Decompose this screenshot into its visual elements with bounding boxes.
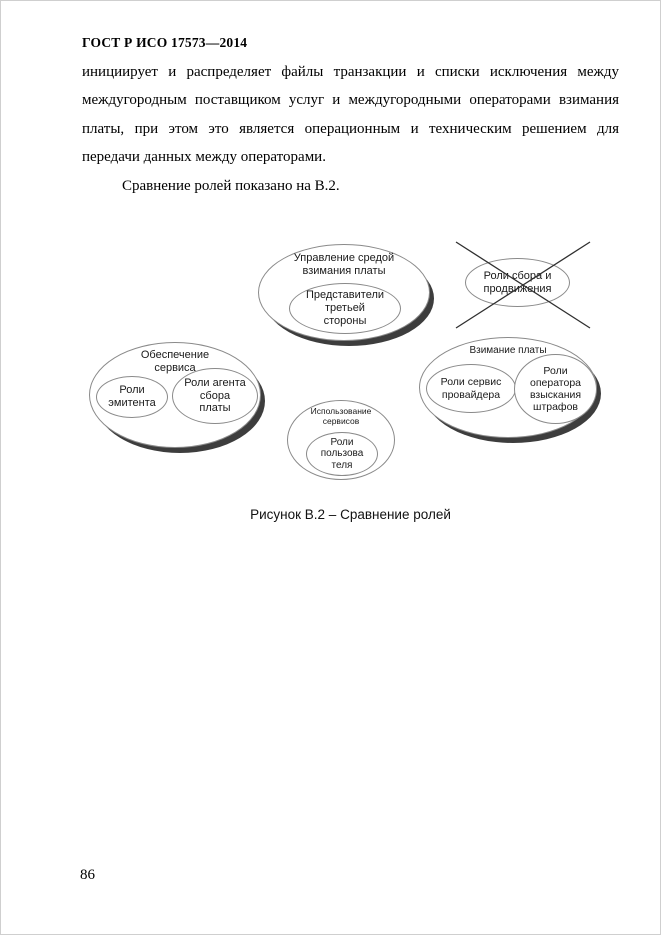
role-toll-agent-ellipse: Роли агента сбора платы [172, 368, 258, 424]
role-service-provider-ellipse: Роли сервис провайдера [426, 364, 516, 413]
role-enforcement-operator-label: Роли оператора взыскания штрафов [529, 364, 582, 414]
document-header: ГОСТ Р ИСО 17573—2014 [82, 35, 248, 50]
role-enforcement-operator-ellipse: Роли оператора взыскания штрафов [514, 354, 597, 424]
role-third-party-label: Представители третьей стороны [305, 289, 385, 327]
page-number: 86 [80, 867, 95, 883]
group-toll-charging-ellipse: Взимание платы Роли сервис провайдера Ро… [419, 337, 597, 438]
role-issuer-label: Роли эмитента [108, 384, 156, 409]
role-user-label: Роли пользова теля [320, 436, 364, 471]
role-toll-agent-label: Роли агента сбора платы [184, 376, 246, 415]
group-service-provision-title: Обеспечение сервиса [140, 349, 210, 374]
body-text-block: инициирует и распределяет файлы транзакц… [82, 58, 619, 200]
group-management-title: Управление средой взимания платы [293, 252, 395, 277]
cross-out-mark [455, 241, 591, 329]
role-service-provider-label: Роли сервис провайдера [440, 376, 502, 401]
body-paragraph: инициирует и распределяет файлы транзакц… [82, 64, 619, 166]
group-service-provision-ellipse: Обеспечение сервиса Роли эмитента Роли а… [89, 342, 261, 448]
group-management-ellipse: Управление средой взимания платы Предста… [258, 244, 430, 341]
group-service-usage-ellipse: Использование сервисов Роли пользова тел… [287, 400, 395, 480]
group-service-usage-title: Использование сервисов [310, 406, 372, 427]
group-toll-charging-title: Взимание платы [469, 345, 547, 356]
role-third-party-ellipse: Представители третьей стороны [289, 283, 401, 334]
figure-caption: Рисунок В.2 – Сравнение ролей [250, 507, 451, 522]
role-issuer-ellipse: Роли эмитента [96, 376, 168, 418]
figure-reference-line: Сравнение ролей показано на В.2. [122, 177, 340, 194]
role-user-ellipse: Роли пользова теля [306, 432, 378, 476]
